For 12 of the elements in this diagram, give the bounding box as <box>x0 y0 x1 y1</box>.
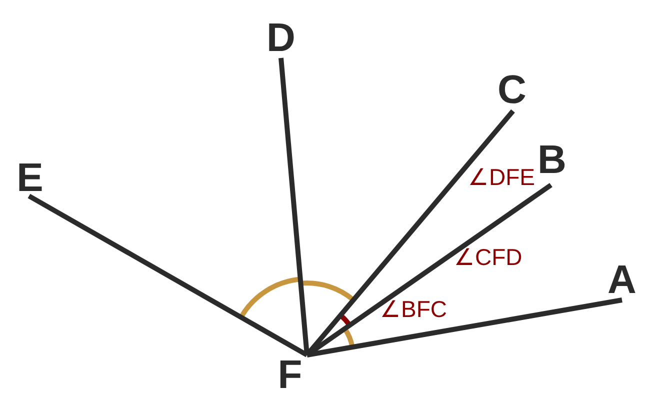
point-label: B <box>536 141 568 179</box>
point-label: A <box>606 261 638 299</box>
ray-line <box>306 182 552 358</box>
angle-label: ∠CFD <box>454 244 522 270</box>
point-label: F <box>274 356 306 394</box>
angle-label: ∠BFC <box>380 296 447 322</box>
point-label: D <box>265 19 297 57</box>
ray-line <box>28 194 308 358</box>
point-label: C <box>496 71 528 109</box>
ray-line <box>306 298 622 358</box>
point-label: E <box>14 159 46 197</box>
angle-label: ∠DFE <box>468 164 535 190</box>
